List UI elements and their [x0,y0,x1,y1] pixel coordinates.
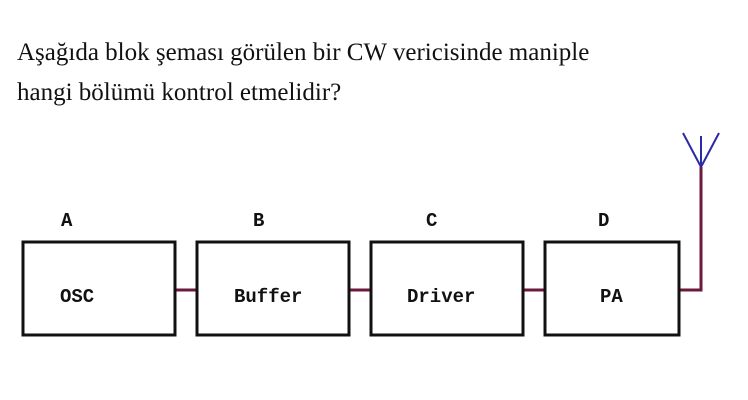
block-name-osc: OSC [60,286,94,308]
block-pa [543,240,681,337]
block-driver [369,240,525,337]
question-text: Aşağıda blok şeması görülen bir CW veric… [17,33,737,113]
question-line-2: hangi bölümü kontrol etmelidir? [17,79,342,106]
antenna-icon [682,132,720,168]
block-name-buffer: Buffer [234,286,302,308]
block-osc [21,240,177,337]
block-letter-b: B [253,210,264,232]
block-buffer [195,240,351,337]
block-letter-a: A [61,210,73,232]
block-name-driver: Driver [407,286,475,308]
block-letter-d: D [598,210,609,232]
block-letter-c: C [426,210,437,232]
wires [175,167,703,292]
wire-pa-antenna [679,167,703,292]
block-name-pa: PA [600,286,623,308]
question-line-1: Aşağıda blok şeması görülen bir CW veric… [17,39,590,66]
